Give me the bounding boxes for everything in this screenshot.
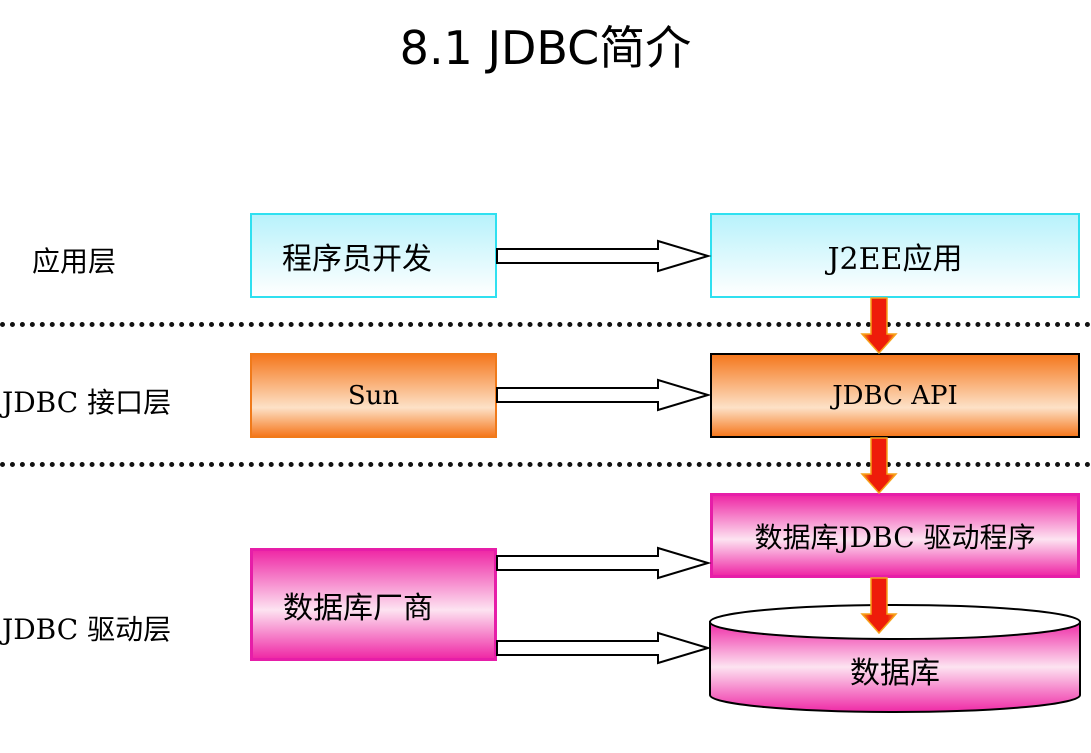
jdbc-driver-box: 数据库JDBC 驱动程序	[710, 493, 1080, 578]
programmer-box: 程序员开发	[250, 213, 497, 298]
programmer-label: 程序员开发	[282, 241, 432, 277]
arrow-driver-to-database	[860, 577, 898, 635]
arrow-vendor-to-database	[496, 631, 712, 665]
jdbc-api-box: JDBC API	[710, 353, 1080, 438]
layer-label-interface: JDBC 接口层	[2, 386, 172, 419]
database-label-wrap: 数据库	[710, 640, 1080, 700]
arrow-programmer-to-j2ee	[496, 239, 712, 273]
arrow-sun-to-jdbc-api	[496, 378, 712, 412]
jdbc-driver-label: 数据库JDBC 驱动程序	[754, 520, 1036, 554]
j2ee-app-label: J2EE应用	[827, 241, 963, 277]
page-title: 8.1 JDBC简介	[399, 21, 692, 75]
layer-separator-2	[0, 462, 1091, 467]
arrow-vendor-to-driver	[496, 546, 712, 580]
db-vendor-box: 数据库厂商	[250, 548, 497, 661]
layer-separator-1	[0, 322, 1091, 327]
database-label: 数据库	[850, 656, 940, 691]
layer-label-driver: JDBC 驱动层	[2, 613, 172, 646]
arrow-jdbc-api-to-driver	[860, 437, 898, 495]
arrow-j2ee-to-jdbc-api	[860, 297, 898, 355]
sun-box: Sun	[250, 353, 497, 438]
database-cylinder	[709, 604, 1081, 713]
j2ee-app-box: J2EE应用	[710, 213, 1080, 298]
jdbc-api-label: JDBC API	[832, 380, 958, 411]
sun-label: Sun	[347, 380, 400, 411]
db-vendor-label: 数据库厂商	[283, 590, 433, 626]
layer-label-app: 应用层	[32, 245, 117, 278]
